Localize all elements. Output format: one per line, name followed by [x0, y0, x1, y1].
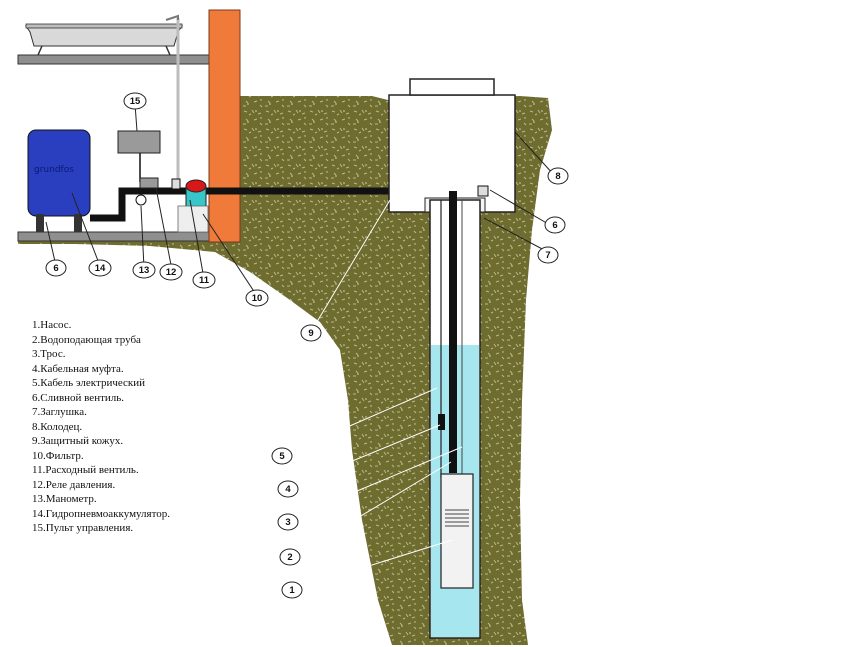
legend-item: 4.Кабельная муфта. — [32, 362, 124, 375]
legend-item: 13.Манометр. — [32, 493, 97, 505]
tank-brand-label: grundfos — [34, 165, 74, 175]
svg-text:8: 8 — [555, 171, 560, 182]
marker-8: 8 — [547, 167, 569, 185]
upper-floor-slab — [17, 54, 211, 65]
manometer — [135, 194, 147, 206]
legend-item: 3.Трос. — [32, 348, 66, 360]
marker-4: 4 — [277, 480, 299, 498]
marker-6-well: 6 — [544, 216, 566, 234]
svg-text:14: 14 — [95, 263, 106, 274]
legend-item: 8.Колодец. — [32, 420, 83, 433]
main-supply-pipe — [90, 187, 484, 222]
svg-text:9: 9 — [308, 328, 313, 339]
legend-item: 9.Защитный кожух. — [32, 435, 124, 447]
leader-lines — [282, 199, 463, 591]
svg-text:12: 12 — [166, 267, 177, 278]
legend-item: 7.Заглушка. — [32, 406, 87, 418]
lower-floor-slab — [17, 231, 241, 242]
soil — [18, 96, 552, 645]
cable-coupling — [438, 414, 445, 430]
svg-text:5: 5 — [279, 451, 285, 462]
legend-item: 1.Насос. — [32, 319, 72, 331]
marker-3: 3 — [277, 513, 299, 531]
riser-pipe — [449, 191, 457, 473]
marker-1: 1 — [281, 581, 303, 599]
svg-text:6: 6 — [552, 220, 557, 231]
accumulator-tank: grundfos — [27, 129, 91, 232]
marker-13: 13 — [132, 261, 156, 279]
marker-12: 12 — [159, 263, 183, 281]
svg-text:11: 11 — [199, 275, 210, 286]
svg-text:4: 4 — [285, 484, 291, 495]
legend-item: 2.Водоподающая труба — [32, 333, 141, 346]
legend-item: 14.Гидропневмоаккумулятор. — [32, 507, 171, 520]
svg-text:6: 6 — [53, 263, 58, 274]
drain-valve — [477, 185, 489, 197]
legend-item: 10.Фильтр. — [32, 449, 84, 462]
legend-item: 5.Кабель электрический — [32, 377, 146, 389]
component-legend: 1.Насос. 2.Водоподающая труба 3.Трос. 4.… — [32, 318, 170, 536]
svg-text:7: 7 — [545, 250, 550, 261]
submersible-pump — [440, 473, 474, 589]
control-panel — [117, 130, 161, 154]
pressure-relay — [139, 177, 159, 189]
svg-text:3: 3 — [285, 517, 290, 528]
marker-6-house: 6 — [45, 259, 67, 277]
svg-text:10: 10 — [252, 293, 263, 304]
marker-15: 15 — [123, 92, 147, 110]
legend-item: 15.Пульт управления. — [32, 522, 134, 534]
marker-5: 5 — [271, 447, 293, 465]
marker-9: 9 — [300, 324, 322, 342]
marker-11: 11 — [192, 271, 216, 289]
svg-text:1: 1 — [289, 585, 295, 596]
marker-10: 10 — [245, 289, 269, 307]
legend-item: 6.Сливной вентиль. — [32, 391, 125, 404]
caisson-lid — [409, 78, 495, 96]
marker-7: 7 — [537, 246, 559, 264]
consumption-valve — [171, 178, 181, 190]
svg-text:13: 13 — [139, 265, 150, 276]
legend-item: 11.Расходный вентиль. — [32, 464, 139, 476]
svg-text:2: 2 — [287, 552, 292, 563]
house-wall — [208, 9, 241, 243]
marker-2: 2 — [279, 548, 301, 566]
marker-14: 14 — [88, 259, 112, 277]
legend-item: 12.Реле давления. — [32, 478, 116, 491]
bathtub — [25, 23, 183, 56]
svg-text:15: 15 — [130, 96, 141, 107]
